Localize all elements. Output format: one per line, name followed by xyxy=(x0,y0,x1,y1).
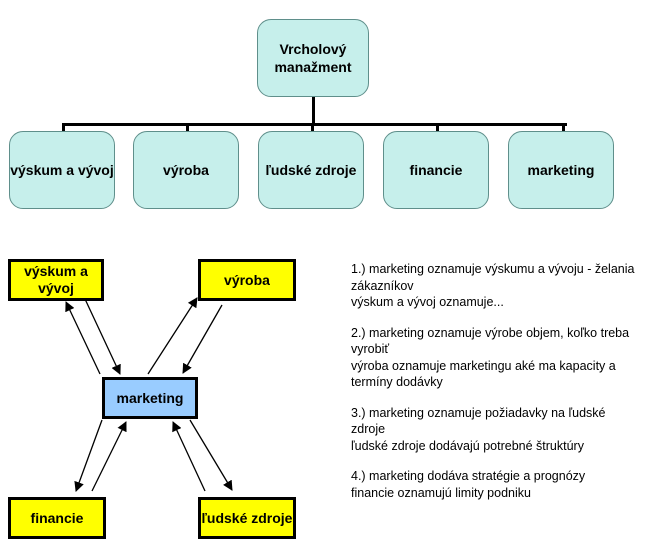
flow-node-label: financie xyxy=(30,509,84,526)
flow-center-marketing: marketing xyxy=(102,377,198,419)
note-line: 2.) marketing oznamuje výrobe objem, koľ… xyxy=(351,325,630,357)
department-box-hr: ľudské zdroje xyxy=(258,131,364,209)
note-line: výskum a vývoj oznamuje... xyxy=(351,295,504,309)
department-label: financie xyxy=(409,161,463,178)
flow-node-finance: financie xyxy=(8,497,106,539)
flow-center-label: marketing xyxy=(116,390,184,406)
note-item: 1.) marketing oznamuje výskumu a vývoju … xyxy=(351,261,641,311)
connector-horizontal xyxy=(62,123,567,126)
department-label: marketing xyxy=(527,161,595,178)
note-line: 1.) marketing oznamuje výskumu a vývoju … xyxy=(351,262,635,293)
department-box-production: výroba xyxy=(133,131,239,209)
note-line: financie oznamujú limity podniku xyxy=(351,485,531,500)
connector-drop-5 xyxy=(562,123,565,132)
department-label: výskum a vývoj xyxy=(10,161,114,178)
connector-drop-2 xyxy=(186,123,189,132)
flow-node-label: ľudské zdroje xyxy=(201,509,293,526)
arrow-from-marketing xyxy=(189,419,233,491)
arrow-to-marketing xyxy=(182,304,223,374)
arrow-from-marketing xyxy=(65,301,101,375)
arrow-to-marketing xyxy=(172,421,206,492)
flow-node-production: výroba xyxy=(198,259,296,301)
connector-drop-3 xyxy=(311,123,314,132)
department-label: ľudské zdroje xyxy=(265,161,357,178)
department-box-finance: financie xyxy=(383,131,489,209)
note-line: ľudské zdroje dodávajú potrebné štruktúr… xyxy=(351,438,584,453)
note-line: 3.) marketing oznamuje požiadavky na ľud… xyxy=(351,405,606,437)
top-management-label: Vrcholový manažment xyxy=(274,40,352,75)
arrow-from-marketing xyxy=(147,297,198,375)
department-box-research: výskum a vývoj xyxy=(9,131,115,209)
top-management-box: Vrcholový manažment xyxy=(257,19,369,97)
connector-top-vertical xyxy=(312,97,315,124)
note-line: 4.) marketing dodáva stratégie a prognóz… xyxy=(351,469,586,483)
note-item: 3.) marketing oznamuje požiadavky na ľud… xyxy=(351,405,641,455)
arrow-to-marketing xyxy=(84,298,121,375)
arrow-to-marketing xyxy=(91,421,127,492)
arrow-from-marketing xyxy=(74,419,103,492)
connector-drop-4 xyxy=(436,123,439,132)
department-label: výroba xyxy=(163,161,209,178)
flow-node-label: výskum a vývoj xyxy=(24,263,88,296)
notes-list: 1.) marketing oznamuje výskumu a vývoju … xyxy=(351,261,641,515)
flow-node-label: výroba xyxy=(224,271,270,288)
note-item: 2.) marketing oznamuje výrobe objem, koľ… xyxy=(351,325,641,391)
flow-node-hr: ľudské zdroje xyxy=(198,497,296,539)
note-item: 4.) marketing dodáva stratégie a prognóz… xyxy=(351,468,641,501)
note-line: výroba oznamuje marketingu aké ma kapaci… xyxy=(351,358,616,390)
flow-node-research: výskum a vývoj xyxy=(8,259,104,301)
connector-drop-1 xyxy=(62,123,65,132)
department-box-marketing: marketing xyxy=(508,131,614,209)
